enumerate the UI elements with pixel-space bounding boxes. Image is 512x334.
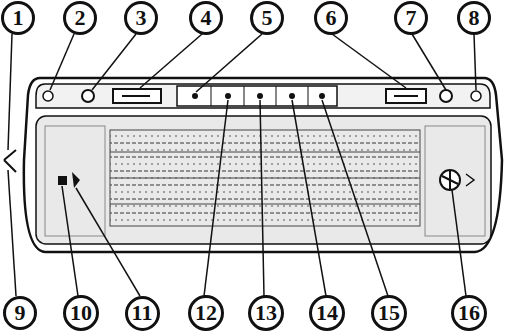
callout-circle: 6 xyxy=(314,1,348,35)
callout-number: 13 xyxy=(255,302,277,324)
callout-circle: 11 xyxy=(125,296,160,331)
callout-number: 6 xyxy=(326,7,337,29)
callout-number: 15 xyxy=(378,302,400,324)
callout-number: 8 xyxy=(469,7,480,29)
callout-number: 14 xyxy=(316,302,338,324)
callout-number: 10 xyxy=(70,302,92,324)
callout-circle: 16 xyxy=(451,295,487,331)
callout-number: 2 xyxy=(75,7,86,29)
callout-circle: 15 xyxy=(371,295,407,331)
callout-circle: 5 xyxy=(250,1,284,35)
callout-number: 4 xyxy=(201,7,212,29)
callout-circle: 8 xyxy=(457,1,491,35)
callout-circle: 1 xyxy=(1,1,35,35)
callout-circle: 2 xyxy=(63,1,97,35)
callout-circle: 3 xyxy=(124,1,158,35)
callout-number: 9 xyxy=(15,302,26,324)
callout-number: 1 xyxy=(13,7,24,29)
callout-circle: 7 xyxy=(394,1,428,35)
callout-number: 11 xyxy=(132,302,153,324)
callout-number: 16 xyxy=(458,302,480,324)
callout-number: 5 xyxy=(262,7,273,29)
callout-number: 12 xyxy=(195,302,217,324)
callout-circle: 9 xyxy=(3,296,37,330)
callout-number: 3 xyxy=(136,7,147,29)
callout-circle: 4 xyxy=(189,1,223,35)
callout-circle: 12 xyxy=(188,295,224,331)
callout-circle: 10 xyxy=(63,295,99,331)
callout-circle: 14 xyxy=(309,295,345,331)
callout-circle: 13 xyxy=(248,295,284,331)
callout-number: 7 xyxy=(406,7,417,29)
